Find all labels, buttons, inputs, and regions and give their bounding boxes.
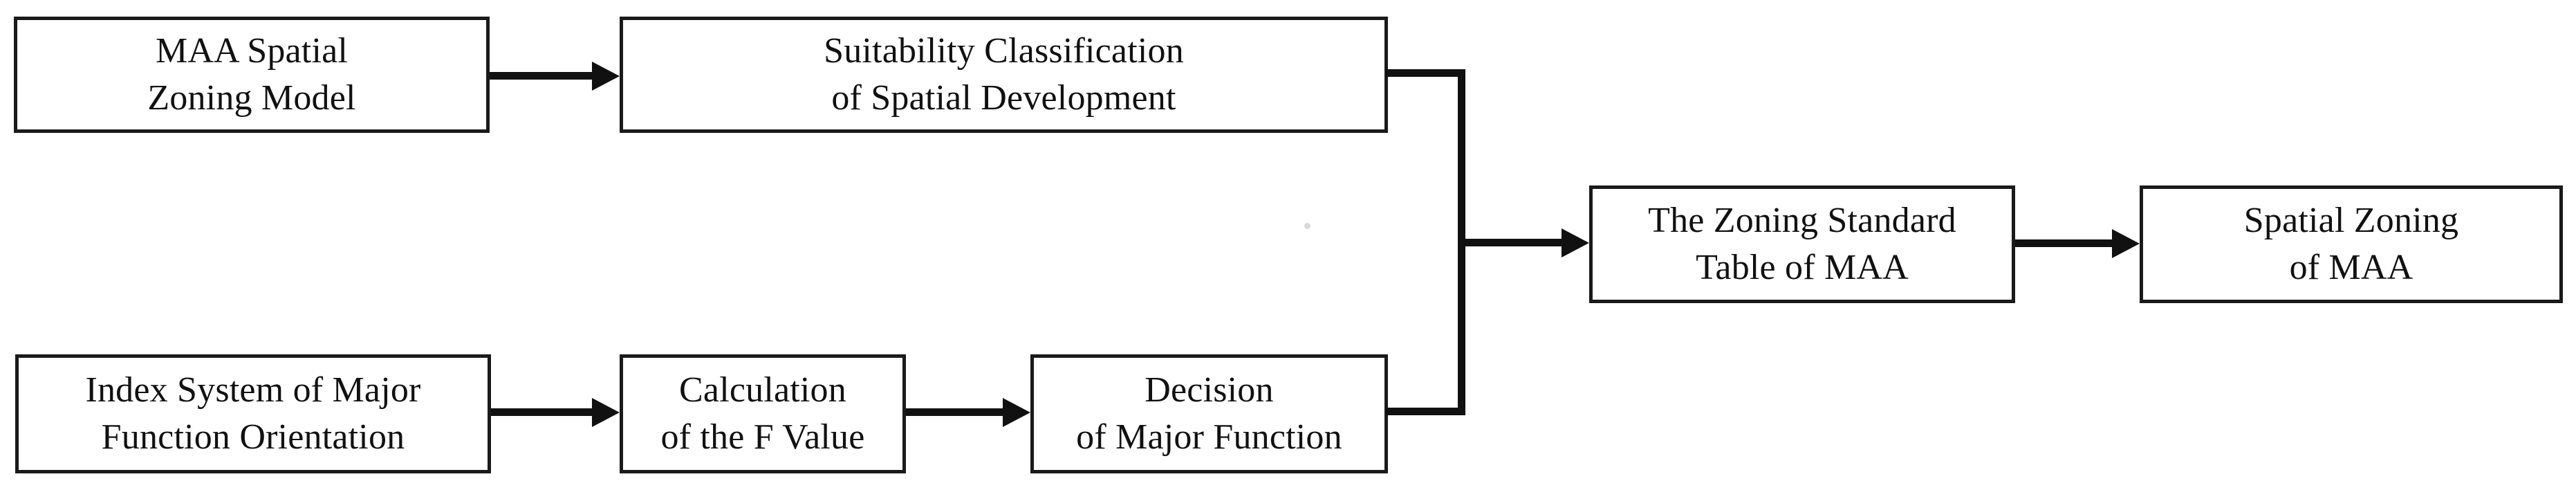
scan-artifact-dot [1304,223,1310,229]
edge-shaft-out [1461,239,1563,246]
node-zoning-standard-table-of-maa[interactable]: The Zoning Standard Table of MAA [1589,185,2015,303]
node-model-line-2: Zoning Model [147,78,356,118]
edge-shaft [906,408,1004,416]
edge-shaft [491,408,593,416]
edge-shaft-from-suitability [1386,69,1465,77]
node-decision-of-major-function[interactable]: Decision of Major Function [1030,354,1388,473]
node-model-line-1: MAA Spatial [155,31,349,71]
node-suitability-classification[interactable]: Suitability Classification of Spatial De… [620,17,1388,133]
edge-shaft-from-decision [1386,408,1465,415]
node-suitability-line-2: of Spatial Development [831,78,1176,118]
arrowhead-icon [592,62,620,91]
arrowhead-icon [2112,229,2140,258]
node-calculation-of-f-value[interactable]: Calculation of the F Value [620,354,906,473]
node-index-line-1: Index System of Major [85,370,421,410]
node-standard-table-line-2: Table of MAA [1696,248,1909,287]
arrowhead-icon [592,398,620,427]
node-spatial-zoning-of-maa[interactable]: Spatial Zoning of MAA [2140,185,2563,303]
node-spatial-zoning-line-1: Spatial Zoning [2243,201,2459,241]
node-fvalue-line-1: Calculation [679,370,846,410]
node-standard-table-line-1: The Zoning Standard [1648,201,1956,241]
arrowhead-icon [1003,398,1030,427]
node-spatial-zoning-line-2: of MAA [2289,248,2413,287]
edge-shaft [490,72,593,80]
edge-shaft [2015,239,2113,247]
node-suitability-line-1: Suitability Classification [824,31,1184,71]
node-index-line-2: Function Orientation [101,417,405,457]
node-index-system-major-function-orientation[interactable]: Index System of Major Function Orientati… [15,354,491,473]
node-maa-spatial-zoning-model[interactable]: MAA Spatial Zoning Model [14,17,490,133]
node-decision-line-2: of Major Function [1076,417,1342,457]
node-decision-line-1: Decision [1145,370,1274,410]
node-fvalue-line-2: of the F Value [660,417,865,457]
arrowhead-icon [1562,228,1589,257]
